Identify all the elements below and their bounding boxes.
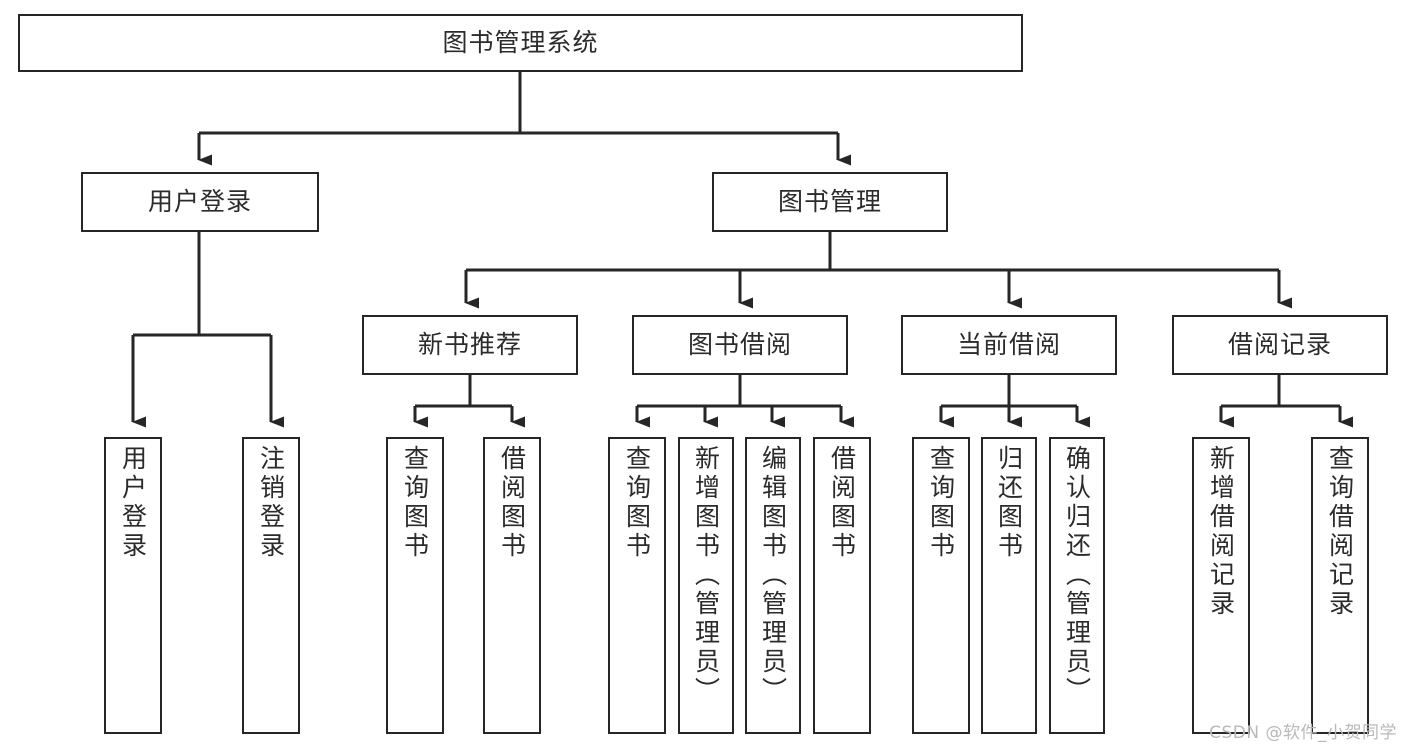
node-label: 注销登录	[256, 445, 286, 561]
node-leaf-add-book-admin[interactable]: 新增图书（管理员）	[678, 437, 734, 734]
node-leaf-edit-book-admin[interactable]: 编辑图书（管理员）	[745, 437, 801, 734]
watermark-text: CSDN @软件_小贺同学	[1209, 723, 1397, 743]
node-leaf-logout[interactable]: 注销登录	[242, 437, 300, 734]
node-label: 借阅记录	[1227, 330, 1332, 360]
node-leaf-add-borrow-record[interactable]: 新增借阅记录	[1192, 437, 1250, 734]
node-label: 新书推荐	[417, 330, 522, 360]
node-label: 图书借阅	[687, 330, 792, 360]
node-label: 借阅图书	[497, 445, 527, 561]
node-leaf-query-book-borrow[interactable]: 查询图书	[608, 437, 666, 734]
node-label: 归还图书	[994, 445, 1024, 561]
node-label: 当前借阅	[956, 330, 1061, 360]
node-leaf-confirm-return-admin[interactable]: 确认归还（管理员）	[1049, 437, 1105, 734]
node-new-book-recommend[interactable]: 新书推荐	[362, 315, 578, 375]
node-leaf-borrow-book-new[interactable]: 借阅图书	[483, 437, 541, 734]
node-label: 图书管理	[777, 187, 882, 217]
node-borrow-record[interactable]: 借阅记录	[1172, 315, 1388, 375]
node-leaf-return-book[interactable]: 归还图书	[981, 437, 1037, 734]
node-label: 编辑图书（管理员）	[758, 445, 788, 706]
node-label: 用户登录	[147, 187, 252, 217]
node-leaf-borrow-book[interactable]: 借阅图书	[813, 437, 871, 734]
node-leaf-query-book-current[interactable]: 查询图书	[912, 437, 970, 734]
node-leaf-user-login[interactable]: 用户登录	[104, 437, 162, 734]
node-current-borrow[interactable]: 当前借阅	[901, 315, 1117, 375]
node-book-borrow[interactable]: 图书借阅	[632, 315, 848, 375]
node-label: 查询图书	[400, 445, 430, 561]
node-label: 查询图书	[926, 445, 956, 561]
node-label: 新增图书（管理员）	[691, 445, 721, 706]
node-leaf-query-book-new[interactable]: 查询图书	[386, 437, 444, 734]
node-label: 新增借阅记录	[1206, 445, 1236, 619]
node-book-management[interactable]: 图书管理	[712, 172, 948, 232]
node-leaf-query-borrow-record[interactable]: 查询借阅记录	[1311, 437, 1369, 734]
node-label: 查询借阅记录	[1325, 445, 1355, 619]
node-root-system[interactable]: 图书管理系统	[18, 14, 1023, 72]
node-label: 图书管理系统	[442, 28, 599, 58]
node-user-login[interactable]: 用户登录	[81, 172, 319, 232]
node-label: 借阅图书	[827, 445, 857, 561]
node-label: 查询图书	[622, 445, 652, 561]
node-label: 用户登录	[118, 445, 148, 561]
node-label: 确认归还（管理员）	[1062, 445, 1092, 706]
